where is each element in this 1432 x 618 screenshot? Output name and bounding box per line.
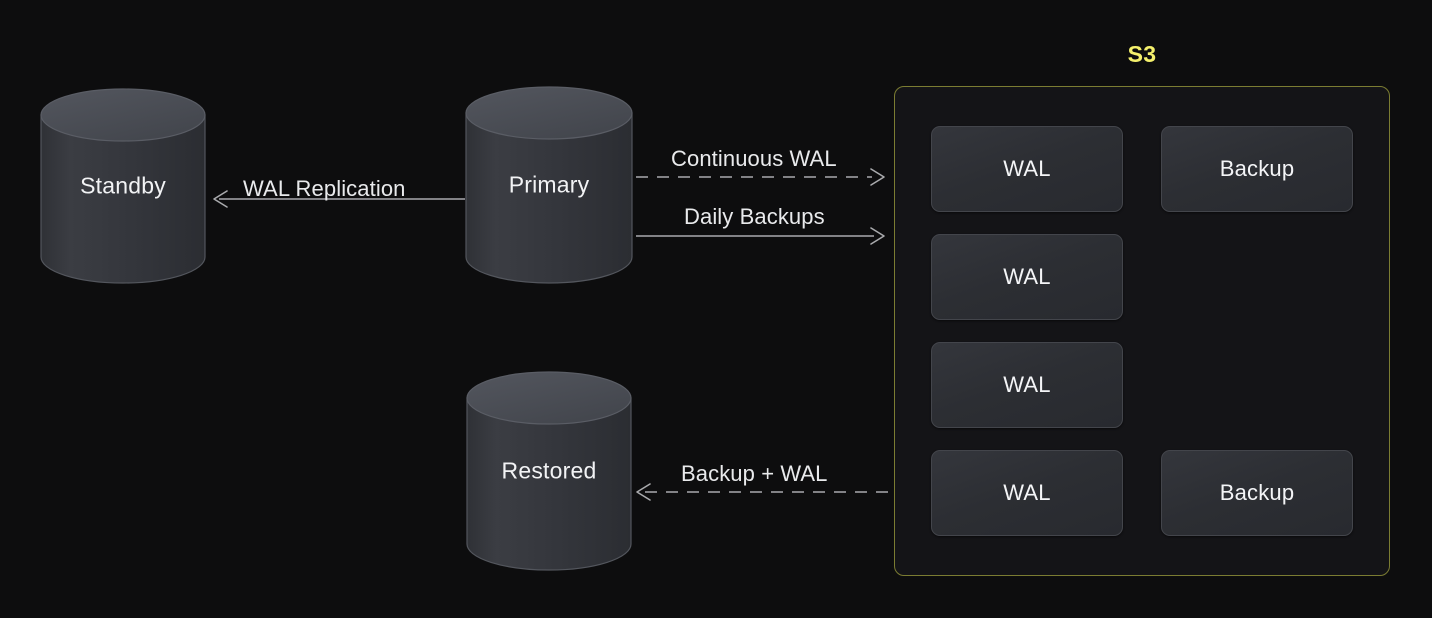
s3-item-label: WAL bbox=[1003, 480, 1051, 505]
edge-line bbox=[213, 190, 465, 208]
s3-item-label: WAL bbox=[1003, 156, 1051, 181]
s3-item-backup-2[interactable]: Backup bbox=[1161, 450, 1353, 536]
cylinder-shape bbox=[465, 86, 633, 284]
arrowhead-right-icon bbox=[870, 227, 885, 245]
s3-item-label: WAL bbox=[1003, 372, 1051, 397]
edge-wal-replication bbox=[205, 190, 465, 208]
edge-continuous-wal bbox=[636, 168, 886, 186]
node-standby[interactable]: Standby bbox=[40, 88, 206, 284]
node-primary[interactable]: Primary bbox=[465, 86, 633, 284]
arrowhead-left-icon bbox=[213, 190, 228, 208]
edge-wal-replication-label: WAL Replication bbox=[243, 176, 406, 201]
edge-continuous-wal-label: Continuous WAL bbox=[671, 146, 837, 171]
arrowhead-left-icon bbox=[636, 483, 651, 501]
group-s3-title: S3 bbox=[1127, 41, 1157, 67]
s3-item-wal-1[interactable]: WAL bbox=[931, 126, 1123, 212]
s3-item-wal-2[interactable]: WAL bbox=[931, 234, 1123, 320]
s3-item-wal-3[interactable]: WAL bbox=[931, 342, 1123, 428]
edge-daily-backups bbox=[636, 227, 886, 245]
cylinder-shape bbox=[466, 371, 632, 571]
edge-backup-plus-wal bbox=[634, 483, 890, 501]
s3-item-label: Backup bbox=[1219, 156, 1295, 181]
s3-item-label: WAL bbox=[1003, 264, 1051, 289]
edge-line bbox=[636, 168, 885, 186]
cylinder-shape bbox=[40, 88, 206, 284]
s3-item-label: Backup bbox=[1219, 480, 1295, 505]
edge-line bbox=[636, 227, 885, 245]
edge-line bbox=[636, 483, 890, 501]
edge-backup-plus-wal-label: Backup + WAL bbox=[681, 461, 828, 486]
s3-item-backup-1[interactable]: Backup bbox=[1161, 126, 1353, 212]
edge-daily-backups-label: Daily Backups bbox=[684, 204, 825, 229]
s3-item-wal-4[interactable]: WAL bbox=[931, 450, 1123, 536]
node-restored[interactable]: Restored bbox=[466, 371, 632, 571]
arrowhead-right-icon bbox=[870, 168, 885, 186]
